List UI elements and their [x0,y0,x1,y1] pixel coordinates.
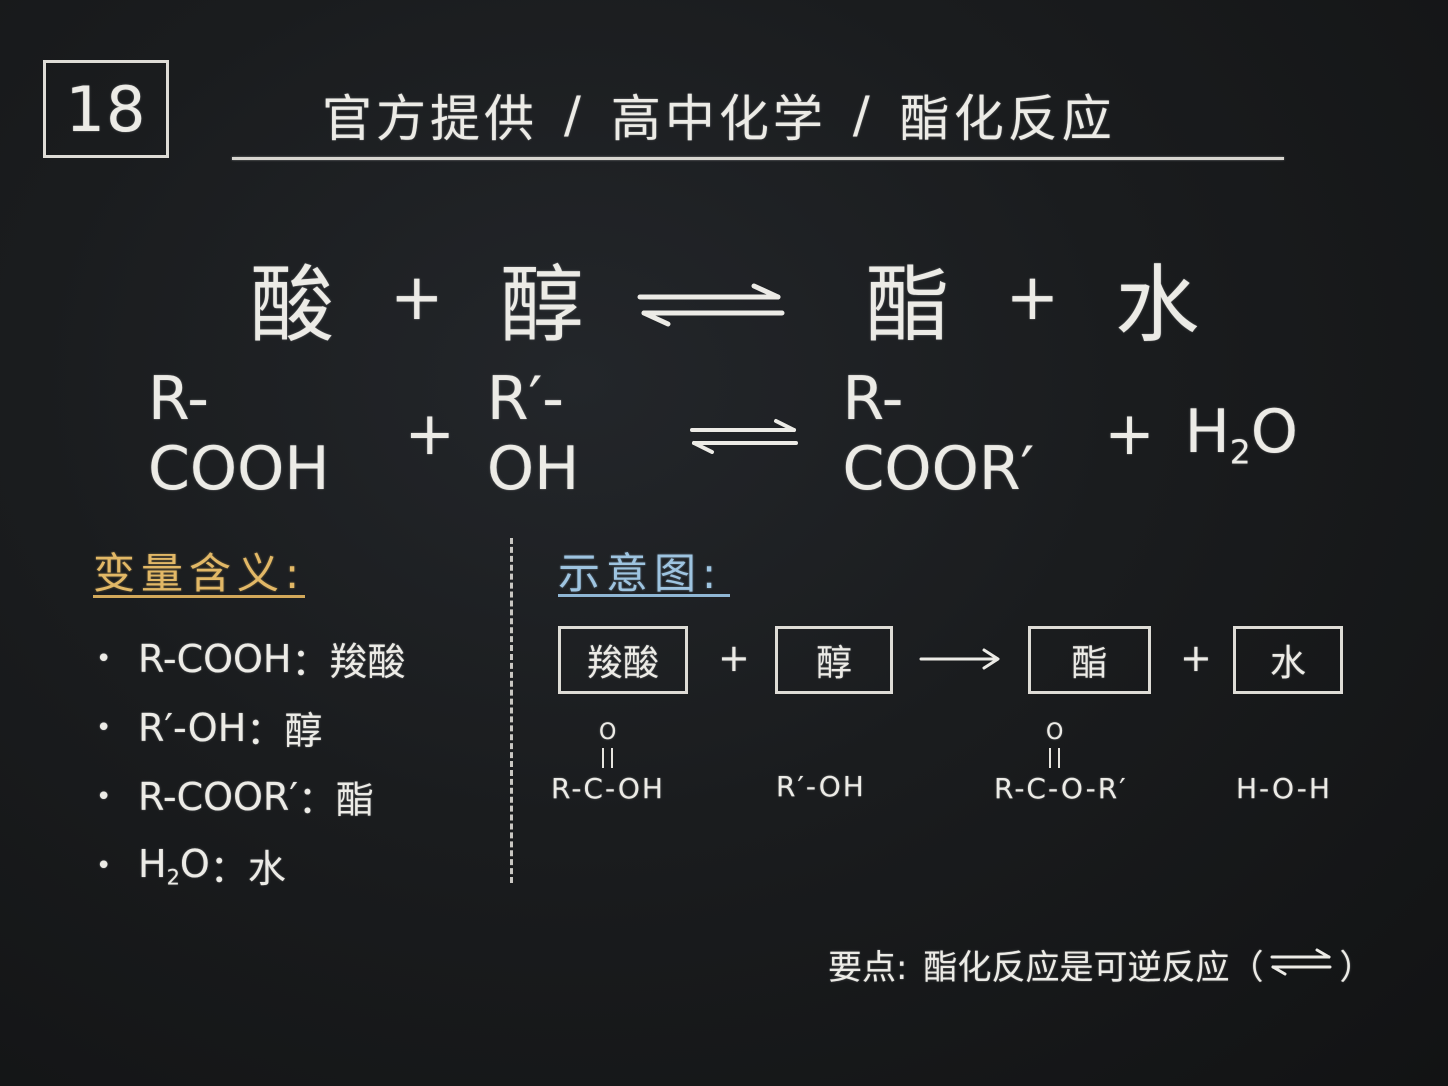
water-structure: H-O-H [1236,772,1332,805]
diagram-box-label: 水 [1269,643,1306,684]
equilibrium-arrow-icon [1269,945,1333,985]
diagram-heading: 示意图: [558,549,723,598]
formula-plus: + [404,399,455,469]
variable-meaning: 羧酸 [329,640,406,684]
bullet: • [96,643,112,674]
word-product-ester: 酯 [865,255,950,354]
water-h: H [1184,396,1230,467]
formula-product-ester: R-COOR′ [842,364,1035,504]
diagram-plus: + [718,636,750,680]
water-h: H [138,841,167,886]
variable-colon: ： [246,709,285,753]
formula-product-water: H2O [1185,397,1298,472]
bullet: • [96,781,112,812]
equilibrium-arrow-icon [636,249,786,347]
variable-colon: ： [297,778,336,822]
variable-meaning: 酯 [335,778,374,822]
word-reactant-alcohol: 醇 [499,255,584,354]
diagram-box-label: 醇 [815,643,852,684]
formula-equation: R-COOH + R′-OH R-COOR′ + H2O [148,364,1298,504]
word-plus: + [390,261,444,335]
variables-heading: 变量含义: [93,549,306,598]
diagram-box-label: 羧酸 [586,643,659,684]
word-plus: + [1005,261,1060,335]
note-close: ） [1339,948,1374,988]
water-o: O [1250,396,1298,467]
double-bond [602,748,613,768]
lesson-number: 18 [65,72,147,146]
breadcrumb-item-subject: 高中化学 [610,90,827,148]
formula-plus: + [1104,399,1155,469]
breadcrumb-separator: / [852,86,874,144]
water-o: O [179,841,210,886]
formula-reactant-alcohol: R′-OH [486,364,580,504]
acid-carbonyl-oxygen: O [599,720,617,745]
diagram-box-label: 酯 [1071,643,1108,684]
variable-meaning: 醇 [284,709,323,753]
formula-reactant-acid: R-COOH [148,364,330,504]
diagram-box-water: 水 [1233,626,1343,694]
breadcrumb-separator: / [564,86,585,144]
list-item: • H2O ： 水 [96,831,406,900]
word-reactant-acid: 酸 [250,255,335,354]
note-text: 酯化反应是可逆反应（ [923,948,1264,988]
bullet: • [96,712,112,743]
variable-term: R-COOH [138,636,292,681]
key-point-note: 要点: 酯化反应是可逆反应（ ） [828,940,1373,989]
note-label: 要点: [828,948,908,988]
breadcrumb: 官方提供 / 高中化学 / 酯化反应 [322,80,1116,150]
list-item: • R′-OH ： 醇 [96,693,406,762]
equilibrium-arrow-icon [688,399,800,469]
diagram-heading-underline [558,594,730,597]
ester-structure: R-C-O-R′ [994,772,1128,805]
title-underline [232,157,1284,160]
breadcrumb-item-source: 官方提供 [322,90,538,148]
variable-term: R′-OH [138,705,247,750]
water-subscript: 2 [1229,432,1251,472]
section-divider [510,538,513,883]
variables-heading-underline [93,595,305,598]
acid-structure: R-C-OH [551,772,665,805]
list-item: • R-COOH ： 羧酸 [96,624,406,693]
variable-meaning: 水 [247,847,286,891]
water-subscript: 2 [166,865,180,890]
lesson-number-box: 18 [43,60,169,158]
list-item: • R-COOR′ ： 酯 [96,762,406,831]
ester-carbonyl-oxygen: O [1046,720,1064,745]
variable-term: H2O [138,842,210,889]
bullet: • [96,850,112,881]
diagram-box-alcohol: 醇 [775,626,893,694]
word-product-water: 水 [1115,255,1200,354]
variable-colon: ： [209,847,248,891]
diagram-plus: + [1180,636,1212,680]
diagram-box-acid: 羧酸 [558,626,688,694]
double-bond [1049,748,1060,768]
variables-list: • R-COOH ： 羧酸 • R′-OH ： 醇 • R-COOR′ ： 酯 … [96,624,406,900]
reaction-arrow-icon [918,646,1002,676]
variable-term: R-COOR′ [138,774,298,819]
alcohol-structure: R′-OH [776,770,866,803]
diagram-box-ester: 酯 [1028,626,1151,694]
breadcrumb-item-topic: 酯化反应 [899,90,1116,148]
variable-colon: ： [291,640,330,684]
word-equation: 酸 + 醇 酯 + 水 [250,248,1230,354]
